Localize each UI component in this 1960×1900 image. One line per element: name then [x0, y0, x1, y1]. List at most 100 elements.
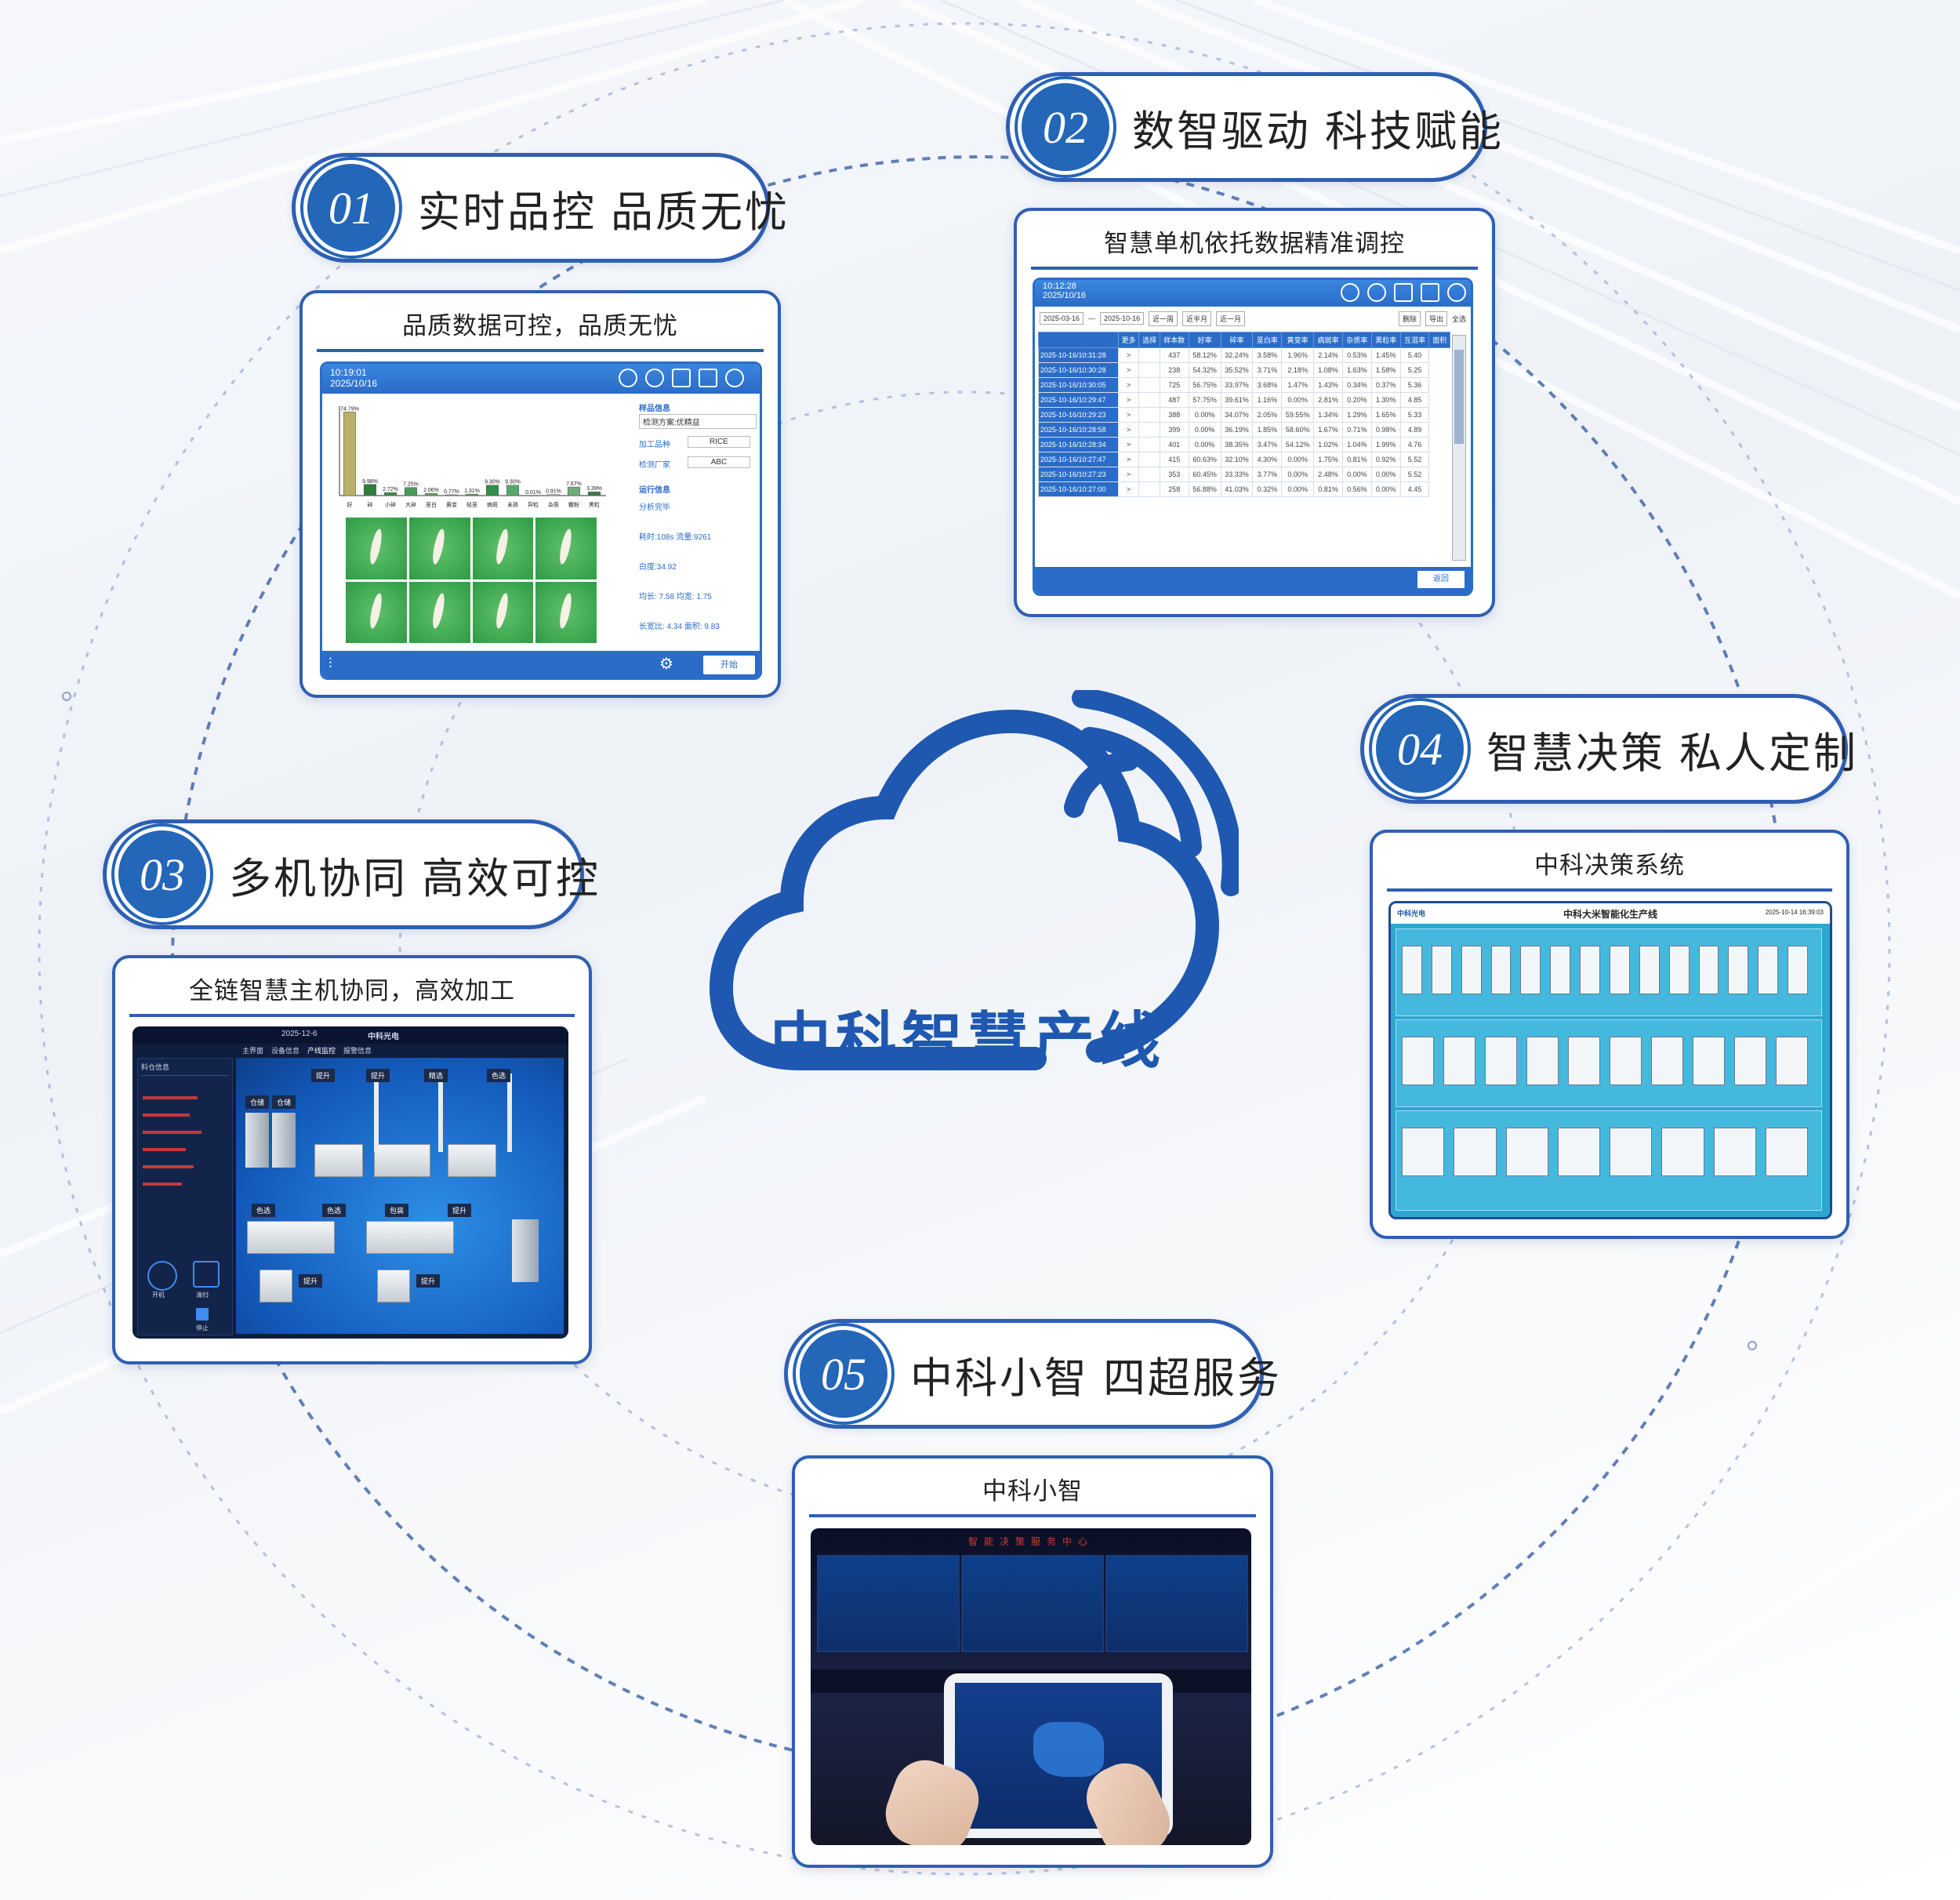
equipment-unit[interactable]: [1443, 1037, 1475, 1085]
stop-button[interactable]: [196, 1308, 209, 1321]
equipment-unit[interactable]: [1734, 1037, 1766, 1085]
table-cell[interactable]: [1138, 392, 1160, 408]
export-button[interactable]: 导出: [1425, 311, 1447, 326]
equipment-unit[interactable]: [1520, 946, 1541, 994]
equipment-unit[interactable]: [1557, 1128, 1600, 1176]
grain-image[interactable]: [346, 518, 407, 579]
clean-button[interactable]: [193, 1261, 220, 1288]
equipment-unit[interactable]: [1505, 1128, 1548, 1176]
grain-image[interactable]: [472, 518, 534, 579]
equipment-unit[interactable]: [1461, 946, 1482, 994]
table-cell[interactable]: [1138, 437, 1160, 452]
grain-image[interactable]: [408, 518, 470, 579]
table-cell[interactable]: [1138, 377, 1160, 393]
factory-field[interactable]: ABC: [688, 456, 750, 468]
equipment-unit[interactable]: [1698, 946, 1719, 994]
table-cell[interactable]: >: [1117, 452, 1140, 467]
power-icon[interactable]: [725, 369, 744, 387]
table-cell[interactable]: [1138, 422, 1160, 438]
equipment-unit[interactable]: [1668, 946, 1690, 994]
equipment-unit[interactable]: [1431, 946, 1452, 994]
grain-image[interactable]: [408, 581, 470, 643]
grain-image[interactable]: [346, 581, 407, 643]
equipment-unit[interactable]: [1776, 1037, 1808, 1085]
equipment-unit[interactable]: [1639, 946, 1660, 994]
grain-image[interactable]: [472, 581, 534, 643]
table-cell[interactable]: >: [1117, 392, 1140, 408]
table-cell[interactable]: >: [1117, 407, 1140, 423]
tab-device[interactable]: 设备信息: [271, 1047, 300, 1055]
settings-sliders-icon[interactable]: ⫶: [328, 656, 332, 671]
print-icon[interactable]: [1394, 283, 1413, 302]
grain-image[interactable]: [535, 518, 597, 579]
save-icon[interactable]: [1421, 283, 1439, 302]
table-cell[interactable]: >: [1117, 347, 1140, 363]
equipment-unit[interactable]: [1758, 946, 1779, 994]
scheme-field[interactable]: 检测方案:优精益: [639, 414, 757, 429]
variety-field[interactable]: RICE: [688, 436, 750, 448]
equipment-unit[interactable]: [1661, 1128, 1704, 1176]
equipment-unit[interactable]: [1454, 1128, 1497, 1176]
equipment-unit[interactable]: [1610, 1037, 1642, 1085]
info-icon[interactable]: [619, 369, 637, 387]
table-cell[interactable]: >: [1117, 377, 1140, 393]
equipment-unit[interactable]: [1402, 946, 1422, 994]
table-cell[interactable]: [1138, 362, 1160, 378]
tab-main[interactable]: 主界面: [242, 1047, 264, 1055]
print-icon[interactable]: [672, 369, 691, 387]
info-icon[interactable]: [1341, 283, 1359, 302]
tab-alarm[interactable]: 报警信息: [343, 1047, 372, 1055]
power-button[interactable]: [147, 1261, 177, 1291]
table-cell[interactable]: >: [1117, 437, 1140, 452]
equipment-unit[interactable]: [1526, 1037, 1559, 1085]
grain-image[interactable]: [535, 581, 597, 643]
back-button[interactable]: 返回: [1417, 571, 1465, 588]
tab-monitor[interactable]: 产线监控: [307, 1047, 336, 1055]
equipment-unit[interactable]: [1728, 946, 1749, 994]
equipment-unit[interactable]: [1490, 946, 1512, 994]
equipment-unit[interactable]: [1651, 1037, 1683, 1085]
table-cell[interactable]: >: [1117, 467, 1140, 482]
table-cell[interactable]: >: [1117, 362, 1140, 378]
table-cell[interactable]: [1138, 452, 1160, 467]
equipment-unit[interactable]: [1402, 1037, 1434, 1085]
equipment-unit[interactable]: [1610, 946, 1630, 994]
date-from-input[interactable]: 2025-03-16: [1040, 312, 1084, 325]
range-half-month-button[interactable]: 近半月: [1182, 311, 1212, 326]
power-icon[interactable]: [1447, 283, 1466, 302]
equipment-unit[interactable]: [1402, 1128, 1445, 1176]
table-cell[interactable]: >: [1117, 422, 1140, 438]
table-cell[interactable]: >: [1117, 481, 1140, 497]
gear-icon[interactable]: ⚙: [659, 656, 673, 673]
select-all-checkbox[interactable]: 全选: [1451, 314, 1466, 323]
start-button[interactable]: 开始: [703, 656, 755, 674]
delete-button[interactable]: 删除: [1398, 311, 1421, 326]
table-cell[interactable]: [1138, 407, 1160, 423]
table-cell[interactable]: [1138, 347, 1160, 363]
range-week-button[interactable]: 近一周: [1149, 311, 1178, 326]
equipment-unit[interactable]: [1580, 946, 1600, 994]
equipment-unit[interactable]: [1550, 946, 1571, 994]
equipment-unit[interactable]: [1568, 1037, 1600, 1085]
user-icon[interactable]: [1367, 283, 1386, 302]
table-scrollbar[interactable]: [1452, 335, 1466, 561]
equipment-unit[interactable]: [1713, 1128, 1756, 1176]
equipment-unit[interactable]: [1610, 1128, 1653, 1176]
equipment-unit[interactable]: [1693, 1037, 1725, 1085]
save-icon[interactable]: [699, 369, 717, 387]
equipment-unit[interactable]: [1788, 946, 1808, 994]
equipment-unit[interactable]: [1485, 1037, 1517, 1085]
date-to-input[interactable]: 2025-10-16: [1100, 312, 1145, 325]
table-cell[interactable]: [1138, 467, 1160, 482]
range-month-button[interactable]: 近一月: [1216, 311, 1246, 326]
table-cell[interactable]: [1138, 481, 1160, 497]
